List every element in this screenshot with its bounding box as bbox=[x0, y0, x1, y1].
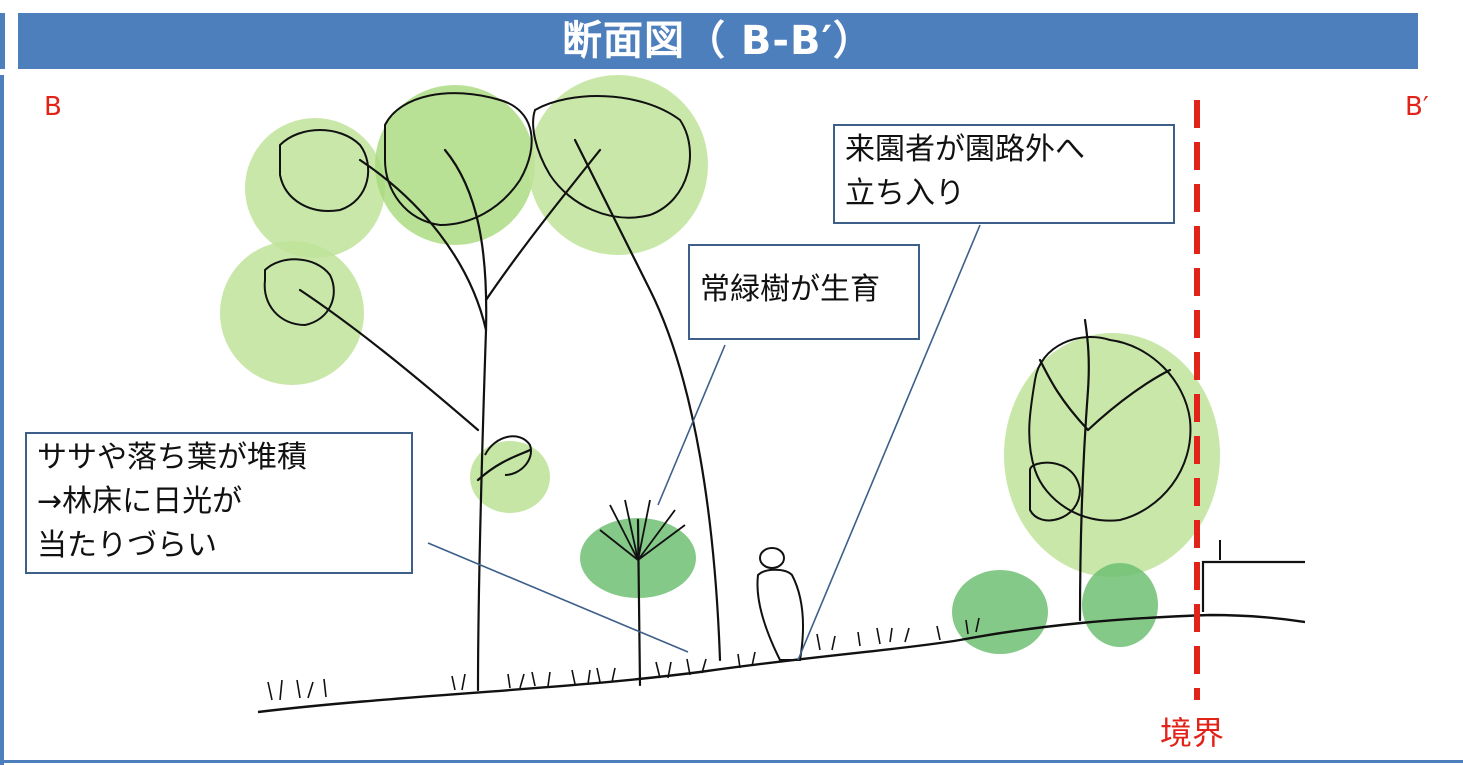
shrub-right bbox=[1082, 563, 1158, 647]
crown-outlines bbox=[263, 92, 1192, 522]
marker-b-prime: B′ bbox=[1405, 92, 1429, 122]
boundary-label: 境界 bbox=[1160, 714, 1225, 752]
leader-litter bbox=[427, 542, 689, 653]
ground-line bbox=[257, 613, 1306, 714]
shrub-left bbox=[952, 570, 1048, 654]
callout-leaders bbox=[427, 224, 981, 661]
leader-visitors bbox=[797, 224, 981, 661]
frame-left-rule bbox=[0, 75, 4, 765]
evergreen-sapling bbox=[599, 499, 686, 561]
callout-evergreen: 常緑樹が生育 bbox=[688, 244, 920, 340]
tree-trunks bbox=[298, 138, 1172, 692]
visitor-figure bbox=[756, 547, 805, 661]
leader-evergreen bbox=[657, 344, 726, 506]
callout-visitors: 来園者が園路外へ 立ち入り bbox=[833, 124, 1175, 224]
callout-litter: ササや落ち葉が堆積 →林床に日光が 当たりづらい bbox=[25, 432, 413, 574]
title-accent bbox=[0, 13, 5, 69]
canopy-mid-left bbox=[220, 241, 364, 385]
marker-b: B bbox=[44, 92, 62, 122]
adjacent-structure bbox=[1201, 560, 1305, 612]
canopy-right-tall bbox=[528, 75, 708, 255]
page-title: 断面図（ B-B′） bbox=[18, 13, 1418, 69]
frame-bottom-rule bbox=[0, 760, 1463, 763]
grass-tufts bbox=[267, 617, 980, 701]
